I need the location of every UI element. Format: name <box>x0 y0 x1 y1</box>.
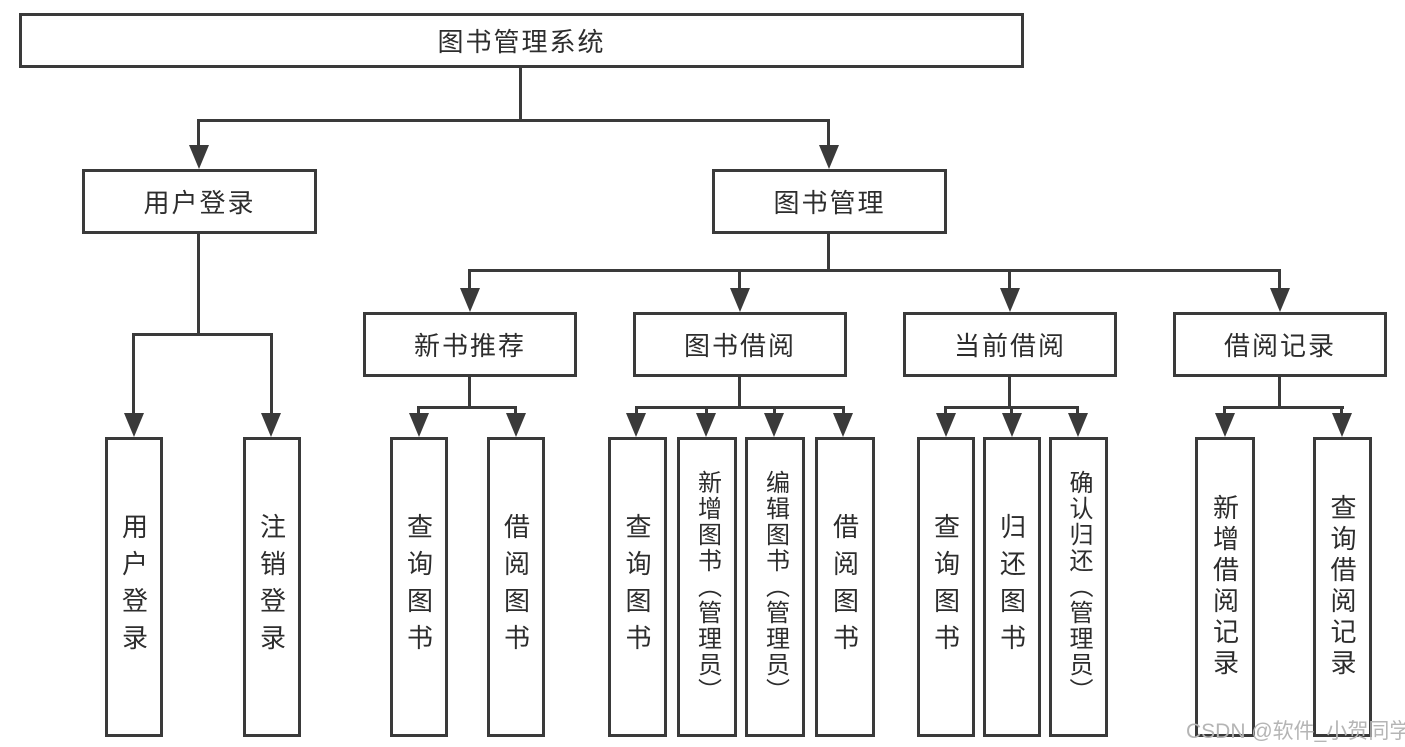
arrow-down-icon <box>1215 413 1235 437</box>
arrow-down-icon <box>696 413 716 437</box>
connector-line <box>738 269 741 291</box>
box-leaf-borrow-books: 借阅图书 <box>815 437 875 737</box>
node-label: 用户登录 <box>143 188 256 218</box>
connector-line <box>417 406 420 416</box>
connector-line <box>635 406 845 409</box>
box-leaf-query-books: 查询图书 <box>608 437 667 737</box>
connector-line <box>1278 269 1281 291</box>
connector-line <box>1076 406 1079 416</box>
node-label: 归还图书 <box>996 513 1027 661</box>
connector-line <box>1010 406 1013 416</box>
box-leaf-edit-book-admin: 编辑图书（管理员） <box>745 437 805 737</box>
node-label: 借阅记录 <box>1223 331 1336 361</box>
node-label: 图书管理 <box>773 188 886 218</box>
node-label: 确认归还（管理员） <box>1065 470 1092 704</box>
arrow-down-icon <box>189 145 209 169</box>
box-leaf-borrow-books: 借阅图书 <box>487 437 545 737</box>
node-label: 新增图书（管理员） <box>693 470 721 704</box>
node-label: 图书借阅 <box>683 331 796 361</box>
connector-line <box>514 406 517 416</box>
box-borrow-records: 借阅记录 <box>1173 312 1387 377</box>
box-user-login: 用户登录 <box>82 169 317 234</box>
node-label: 查询图书 <box>403 513 434 661</box>
connector-line <box>468 269 471 291</box>
arrow-down-icon <box>1332 413 1352 437</box>
box-leaf-return-book: 归还图书 <box>983 437 1041 737</box>
box-leaf-user-login: 用户登录 <box>105 437 163 737</box>
connector-line <box>1223 406 1344 409</box>
arrow-down-icon <box>261 413 281 437</box>
box-current-borrowing: 当前借阅 <box>903 312 1117 377</box>
connector-line <box>468 376 471 409</box>
connector-line <box>705 406 708 416</box>
arrow-down-icon <box>819 145 839 169</box>
box-library-system: 图书管理系统 <box>19 13 1024 68</box>
node-label: 注销登录 <box>256 513 287 661</box>
connector-line <box>197 119 200 148</box>
box-book-management: 图书管理 <box>712 169 947 234</box>
watermark: CSDN @软件_小贺同学 <box>1186 720 1405 743</box>
connector-line <box>944 406 947 416</box>
box-leaf-query-books: 查询图书 <box>390 437 448 737</box>
connector-line <box>519 67 522 121</box>
connector-line <box>827 233 830 272</box>
connector-line <box>738 376 741 409</box>
arrow-down-icon <box>1068 413 1088 437</box>
arrow-down-icon <box>124 413 144 437</box>
arrow-down-icon <box>1270 288 1290 312</box>
connector-line <box>1278 376 1281 409</box>
connector-line <box>270 333 273 415</box>
connector-line <box>1223 406 1226 416</box>
node-label: 当前借阅 <box>953 331 1066 361</box>
connector-line <box>132 333 273 336</box>
arrow-down-icon <box>460 288 480 312</box>
node-label: 新增借阅记录 <box>1209 494 1240 680</box>
node-label: 图书管理系统 <box>437 27 606 57</box>
connector-line <box>773 406 776 416</box>
arrow-down-icon <box>1000 288 1020 312</box>
connector-line <box>842 406 845 416</box>
arrow-down-icon <box>833 413 853 437</box>
node-label: 用户登录 <box>118 513 149 661</box>
connector-line <box>132 333 135 415</box>
connector-line <box>197 119 830 122</box>
box-leaf-add-borrow-record: 新增借阅记录 <box>1195 437 1255 737</box>
connector-line <box>417 406 517 409</box>
connector-line <box>468 269 1281 272</box>
connector-line <box>1008 269 1011 291</box>
node-label: 编辑图书（管理员） <box>761 470 789 704</box>
box-new-book-recommend: 新书推荐 <box>363 312 577 377</box>
node-label: 查询图书 <box>622 513 652 661</box>
arrow-down-icon <box>409 413 429 437</box>
node-label: 查询借阅记录 <box>1327 494 1357 680</box>
arrow-down-icon <box>936 413 956 437</box>
connector-line <box>635 406 638 416</box>
node-label: 查询图书 <box>930 513 961 661</box>
box-leaf-add-book-admin: 新增图书（管理员） <box>677 437 737 737</box>
connector-line <box>827 119 830 148</box>
box-leaf-confirm-return-admin: 确认归还（管理员） <box>1049 437 1108 737</box>
connector-line <box>1008 376 1011 409</box>
node-label: 借阅图书 <box>500 513 531 661</box>
box-leaf-query-books: 查询图书 <box>917 437 975 737</box>
box-leaf-logout: 注销登录 <box>243 437 301 737</box>
arrow-down-icon <box>626 413 646 437</box>
node-label: 新书推荐 <box>413 331 526 361</box>
connector-line <box>197 232 200 335</box>
box-leaf-query-borrow-record: 查询借阅记录 <box>1313 437 1372 737</box>
arrow-down-icon <box>1002 413 1022 437</box>
connector-line <box>1340 406 1343 416</box>
arrow-down-icon <box>764 413 784 437</box>
node-label: 借阅图书 <box>829 513 860 661</box>
arrow-down-icon <box>730 288 750 312</box>
arrow-down-icon <box>506 413 526 437</box>
box-book-borrowing: 图书借阅 <box>633 312 847 377</box>
